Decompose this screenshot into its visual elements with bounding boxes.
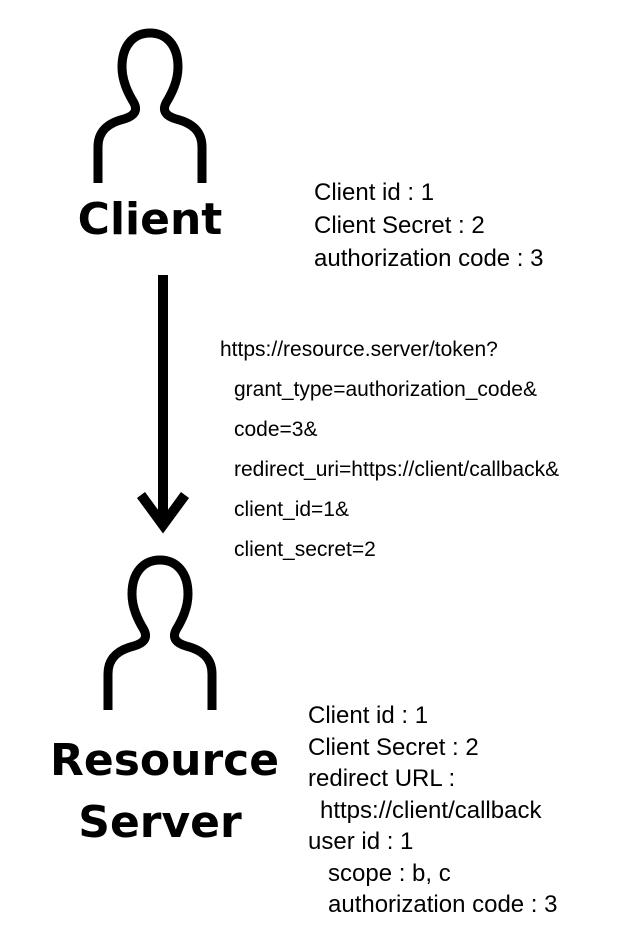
- client-info-line: Client Secret : 2: [314, 212, 485, 239]
- client-info-line: Client id : 1: [314, 179, 435, 206]
- client-person-icon: [93, 28, 207, 183]
- server-info: Client id : 1 Client Secret : 2 redirect…: [308, 700, 558, 921]
- server-info-line: Client Secret : 2: [308, 733, 479, 761]
- server-info-line: Client id : 1: [308, 702, 429, 729]
- server-info-line: authorization code : 3: [328, 891, 558, 918]
- server-person-icon: [103, 555, 217, 710]
- server-info-line: redirect URL :: [308, 765, 456, 792]
- server-title-line: Server: [78, 797, 242, 848]
- token-request: https://resource.server/token? grant_typ…: [220, 336, 559, 576]
- server-info-line: scope : b, c: [328, 859, 451, 887]
- client-title: Client: [77, 194, 223, 245]
- server-info-line: user id : 1: [308, 828, 414, 855]
- client-info: Client id : 1 Client Secret : 2 authoriz…: [314, 176, 544, 275]
- request-param: code=3&: [234, 418, 318, 441]
- client-info-line: authorization code : 3: [314, 245, 544, 272]
- server-info-line: https://client/callback: [320, 796, 542, 824]
- request-param: client_id=1&: [234, 498, 349, 521]
- server-title: Resource Server: [50, 730, 280, 854]
- request-param: client_secret=2: [234, 538, 376, 561]
- request-url: https://resource.server/token?: [220, 338, 498, 361]
- arrow-down-icon: [136, 275, 190, 534]
- request-param: grant_type=authorization_code&: [234, 378, 537, 401]
- server-title-line: Resource: [50, 735, 280, 786]
- request-param: redirect_uri=https://client/callback&: [234, 458, 560, 481]
